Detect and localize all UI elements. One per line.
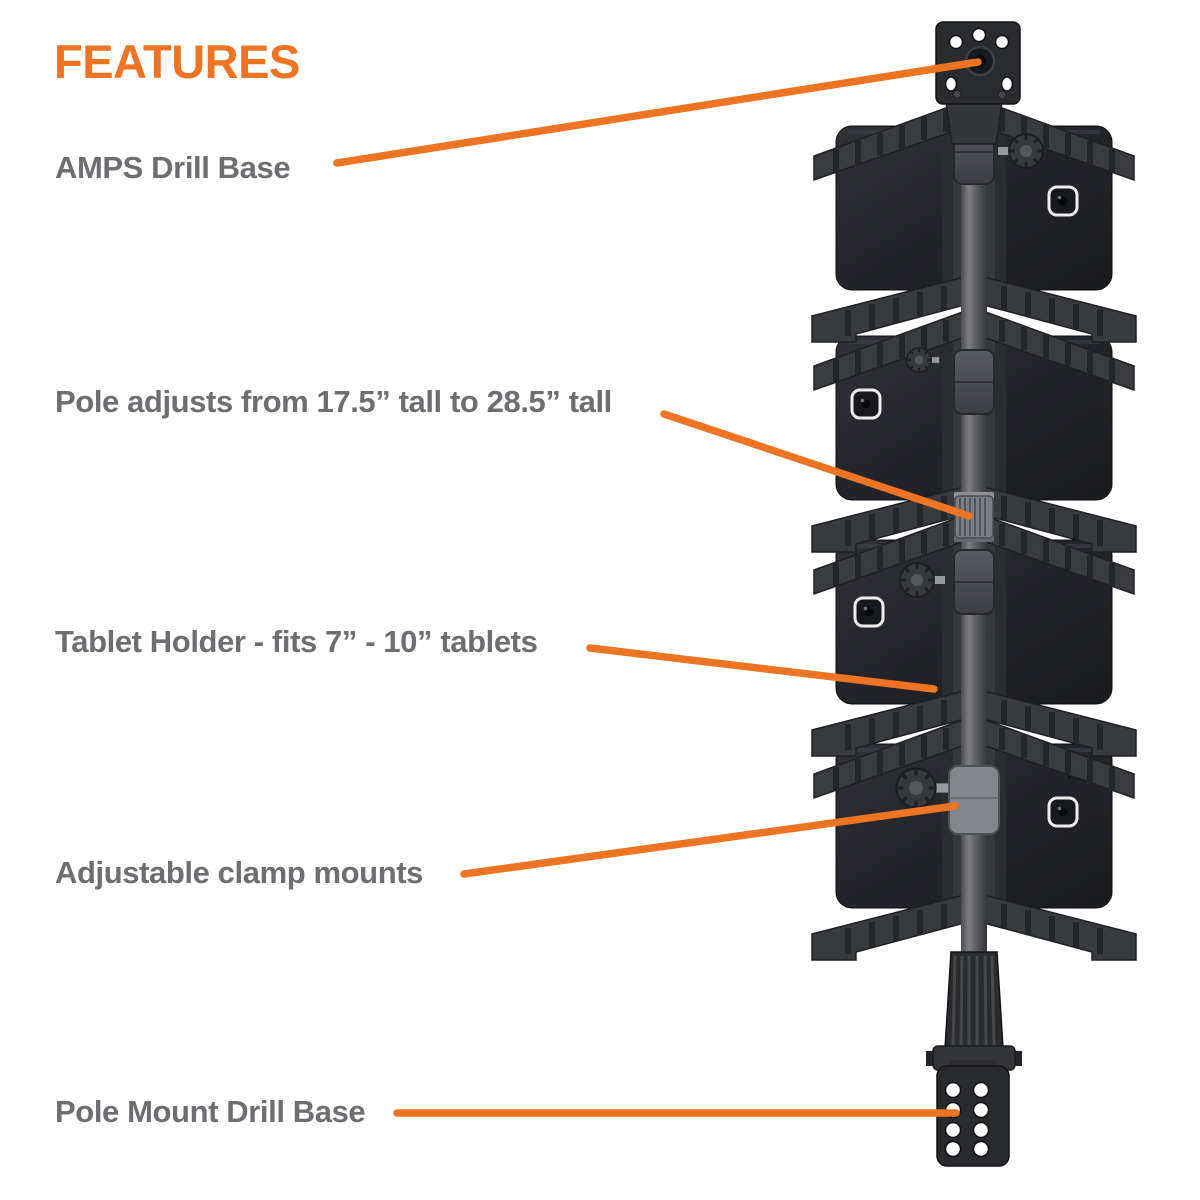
leader-amps-drill-base [333,58,982,167]
clamp-mount-2 [953,349,995,415]
clamp-mount-3 [953,549,995,615]
feature-label-pole-mount-drill-base: Pole Mount Drill Base [55,1094,366,1129]
leader-clamp-mounts [460,802,959,878]
tablet-2-camera-icon [850,388,882,420]
leader-pole-adjust [660,410,973,520]
feature-label-clamp-mounts: Adjustable clamp mounts [55,855,424,890]
feature-label-tablet-holder: Tablet Holder - fits 7” - 10” tablets [55,624,538,659]
clamp-mount-4 [948,765,1000,835]
leader-lines [333,58,982,1117]
leader-tablet-holder [586,644,938,693]
tablet-3-camera-icon [853,596,885,628]
tablet-4-camera-icon [1047,796,1079,828]
feature-label-pole-adjust: Pole adjusts from 17.5” tall to 28.5” ta… [55,384,612,419]
feature-label-amps-drill-base: AMPS Drill Base [55,150,291,185]
tablet-1-camera-icon [1047,185,1079,217]
pole-mount-drill-base-part [926,951,1022,1167]
page-title: FEATURES [54,35,300,88]
height-adjust-collar [954,492,994,542]
